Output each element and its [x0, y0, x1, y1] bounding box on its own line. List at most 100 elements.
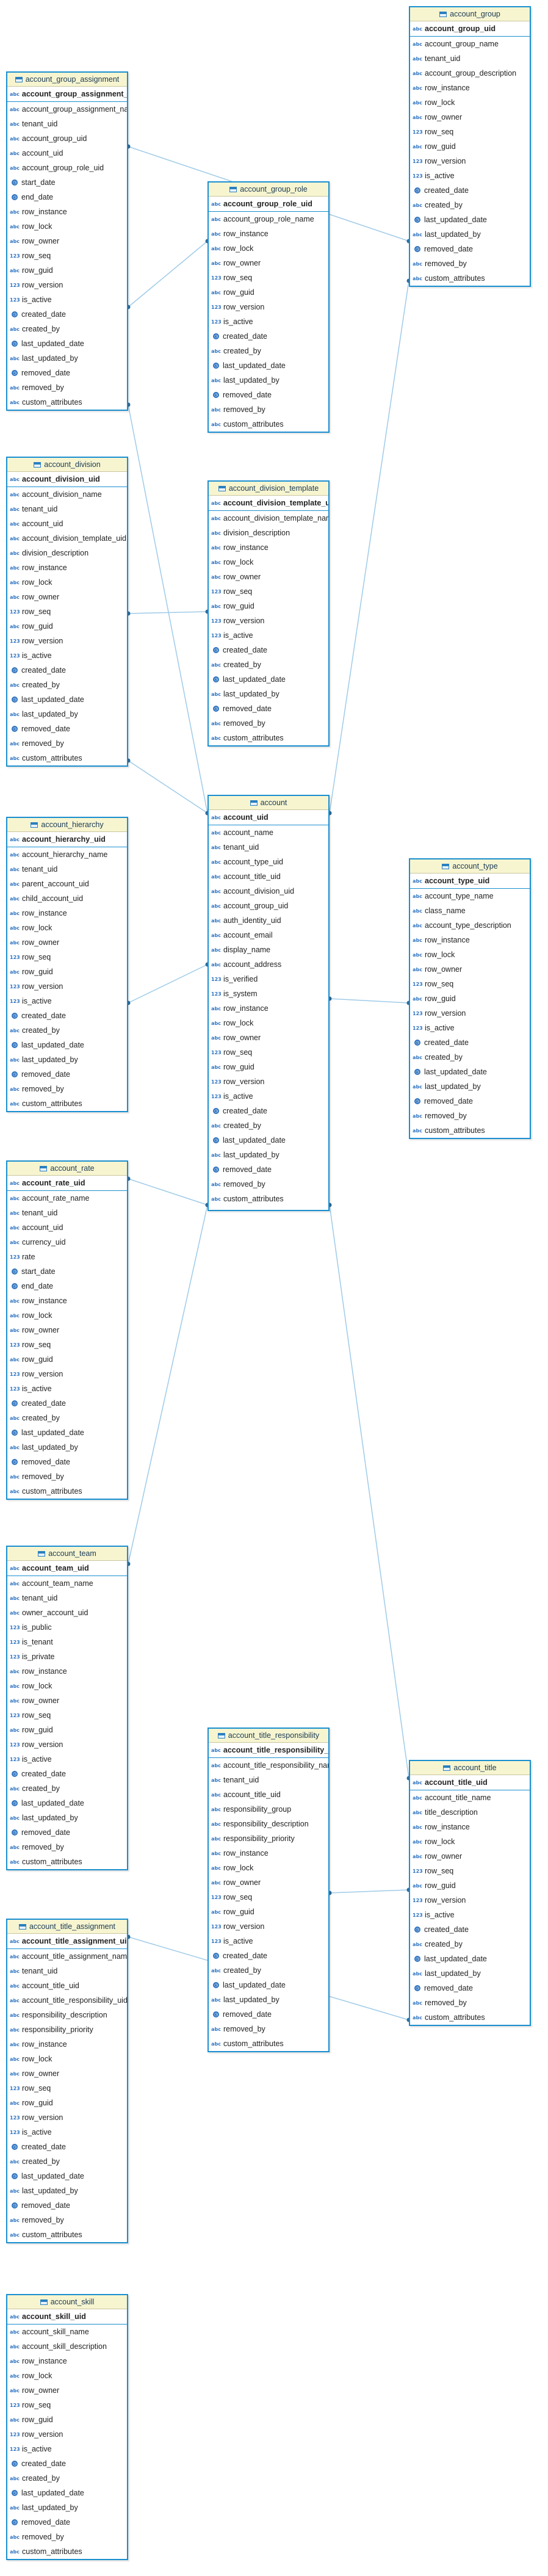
column-row[interactable]: ◷created_date [209, 1948, 328, 1963]
column-row[interactable]: ◷last_updated_date [7, 1796, 127, 1811]
table-header[interactable]: account_group_assignment [7, 73, 127, 87]
column-row[interactable]: ◷last_updated_date [209, 1978, 328, 1992]
column-row[interactable]: ◷removed_date [410, 242, 530, 256]
column-row[interactable]: ◷last_updated_date [7, 2169, 127, 2183]
column-row[interactable]: ◷end_date [7, 1279, 127, 1293]
column-row[interactable]: ◷created_date [209, 643, 328, 657]
table-header[interactable]: account [209, 796, 328, 810]
column-row[interactable]: ◷last_updated_date [7, 1425, 127, 1440]
column-row[interactable]: ◷removed_date [7, 722, 127, 736]
column-row[interactable]: ◷last_updated_date [410, 1952, 530, 1966]
column-row[interactable]: ◷created_date [7, 1767, 127, 1781]
column-row[interactable]: ◷last_updated_date [7, 336, 127, 351]
column-row[interactable]: ◷created_date [209, 1104, 328, 1118]
column-row[interactable]: ◷created_date [7, 1008, 127, 1023]
